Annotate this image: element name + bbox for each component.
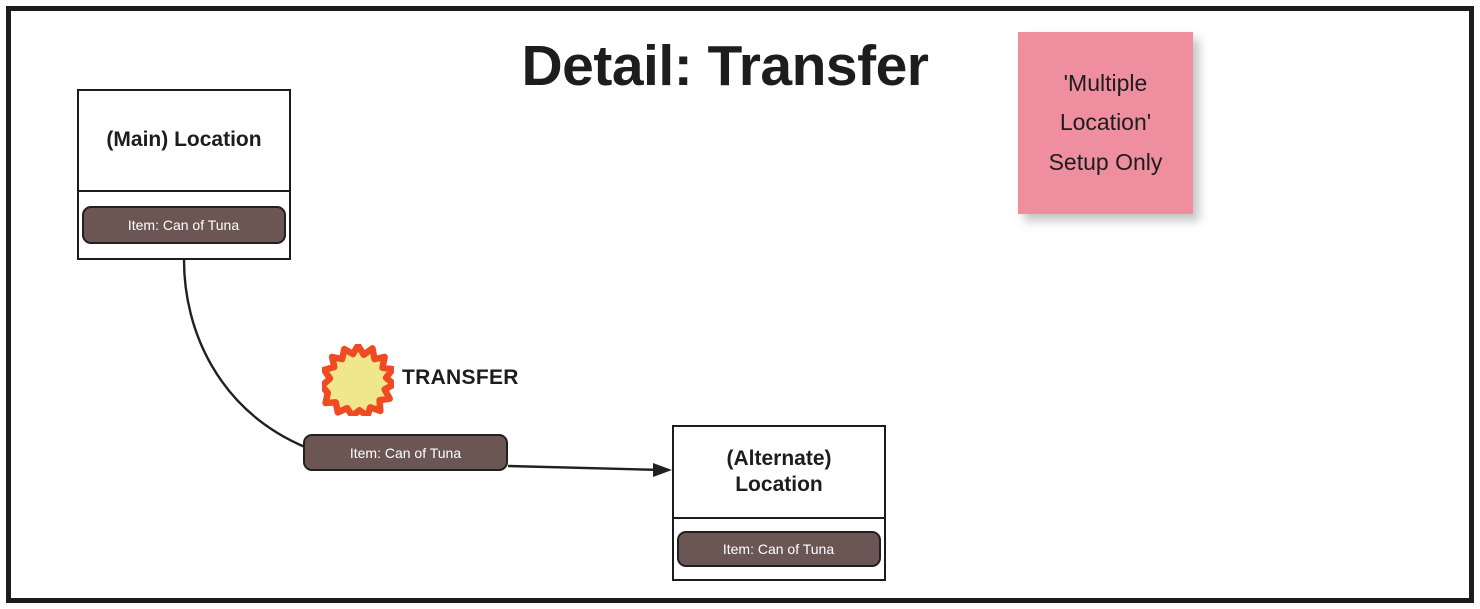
alternate-location-header: (Alternate) Location xyxy=(674,427,884,519)
transfer-label: TRANSFER xyxy=(402,366,519,389)
main-location-box[interactable]: (Main) Location Item: Can of Tuna xyxy=(77,89,291,260)
item-chip-alternate[interactable]: Item: Can of Tuna xyxy=(676,531,881,567)
sticky-note-text: 'Multiple Location' Setup Only xyxy=(1048,70,1163,175)
item-chip-main[interactable]: Item: Can of Tuna xyxy=(81,206,286,244)
item-chip-transit[interactable]: Item: Can of Tuna xyxy=(303,434,508,471)
alternate-location-body: Item: Can of Tuna xyxy=(674,519,884,579)
page-title: Detail: Transfer xyxy=(521,34,929,98)
main-location-body: Item: Can of Tuna xyxy=(79,192,289,258)
main-location-header: (Main) Location xyxy=(79,91,289,192)
sticky-note: 'Multiple Location' Setup Only xyxy=(1018,32,1193,214)
alternate-location-box[interactable]: (Alternate) Location Item: Can of Tuna xyxy=(672,425,886,581)
starburst-icon xyxy=(322,344,394,416)
